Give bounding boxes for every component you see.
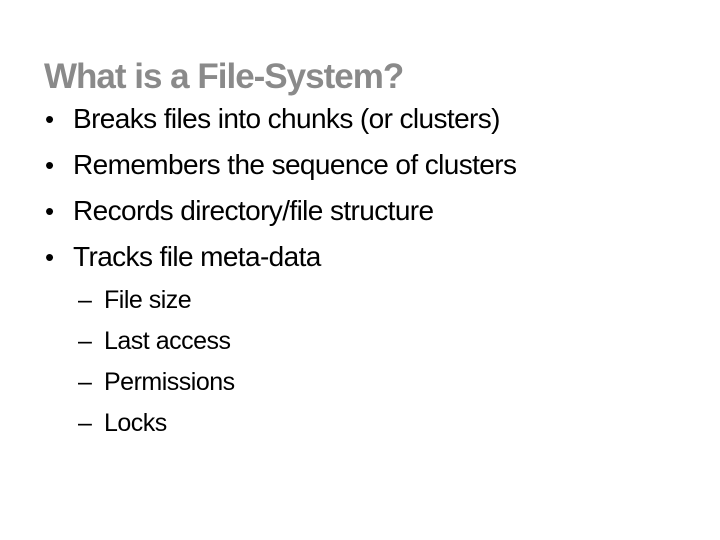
bullet-dot-icon: • bbox=[45, 242, 54, 272]
bullet-text: Tracks file meta-data bbox=[73, 241, 321, 272]
sub-bullet-item: –Locks bbox=[78, 403, 235, 444]
dash-icon: – bbox=[78, 409, 92, 437]
dash-icon: – bbox=[78, 368, 92, 396]
sub-bullet-item: –Last access bbox=[78, 321, 235, 362]
bullet-dot-icon: • bbox=[45, 150, 54, 180]
bullet-dot-icon: • bbox=[45, 104, 54, 134]
bullet-text: Records directory/file structure bbox=[73, 195, 434, 226]
sub-bullet-text: Last access bbox=[104, 327, 231, 355]
sub-bullet-list: –File size –Last access –Permissions –Lo… bbox=[78, 280, 235, 444]
slide-title: What is a File-System? bbox=[44, 57, 404, 97]
sub-bullet-text: Locks bbox=[104, 409, 167, 437]
dash-icon: – bbox=[78, 286, 92, 314]
dash-icon: – bbox=[78, 327, 92, 355]
bullet-item: • Remembers the sequence of clusters bbox=[45, 142, 517, 188]
sub-bullet-item: –Permissions bbox=[78, 362, 235, 403]
bullet-text: Remembers the sequence of clusters bbox=[73, 149, 517, 180]
bullet-list: •Breaks files into chunks (or clusters) … bbox=[45, 96, 517, 280]
bullet-item: • Breaks files into chunks (or clusters) bbox=[45, 96, 516, 142]
sub-bullet-text: Permissions bbox=[104, 368, 235, 396]
bullet-item: • Tracks file meta-data bbox=[45, 234, 516, 280]
bullet-dot-icon: • bbox=[45, 196, 54, 226]
sub-bullet-item: –File size bbox=[78, 280, 235, 321]
bullet-text: Breaks files into chunks (or clusters) bbox=[73, 103, 501, 134]
bullet-item: • Records directory/file structure bbox=[45, 188, 516, 234]
sub-bullet-text: File size bbox=[104, 286, 192, 314]
